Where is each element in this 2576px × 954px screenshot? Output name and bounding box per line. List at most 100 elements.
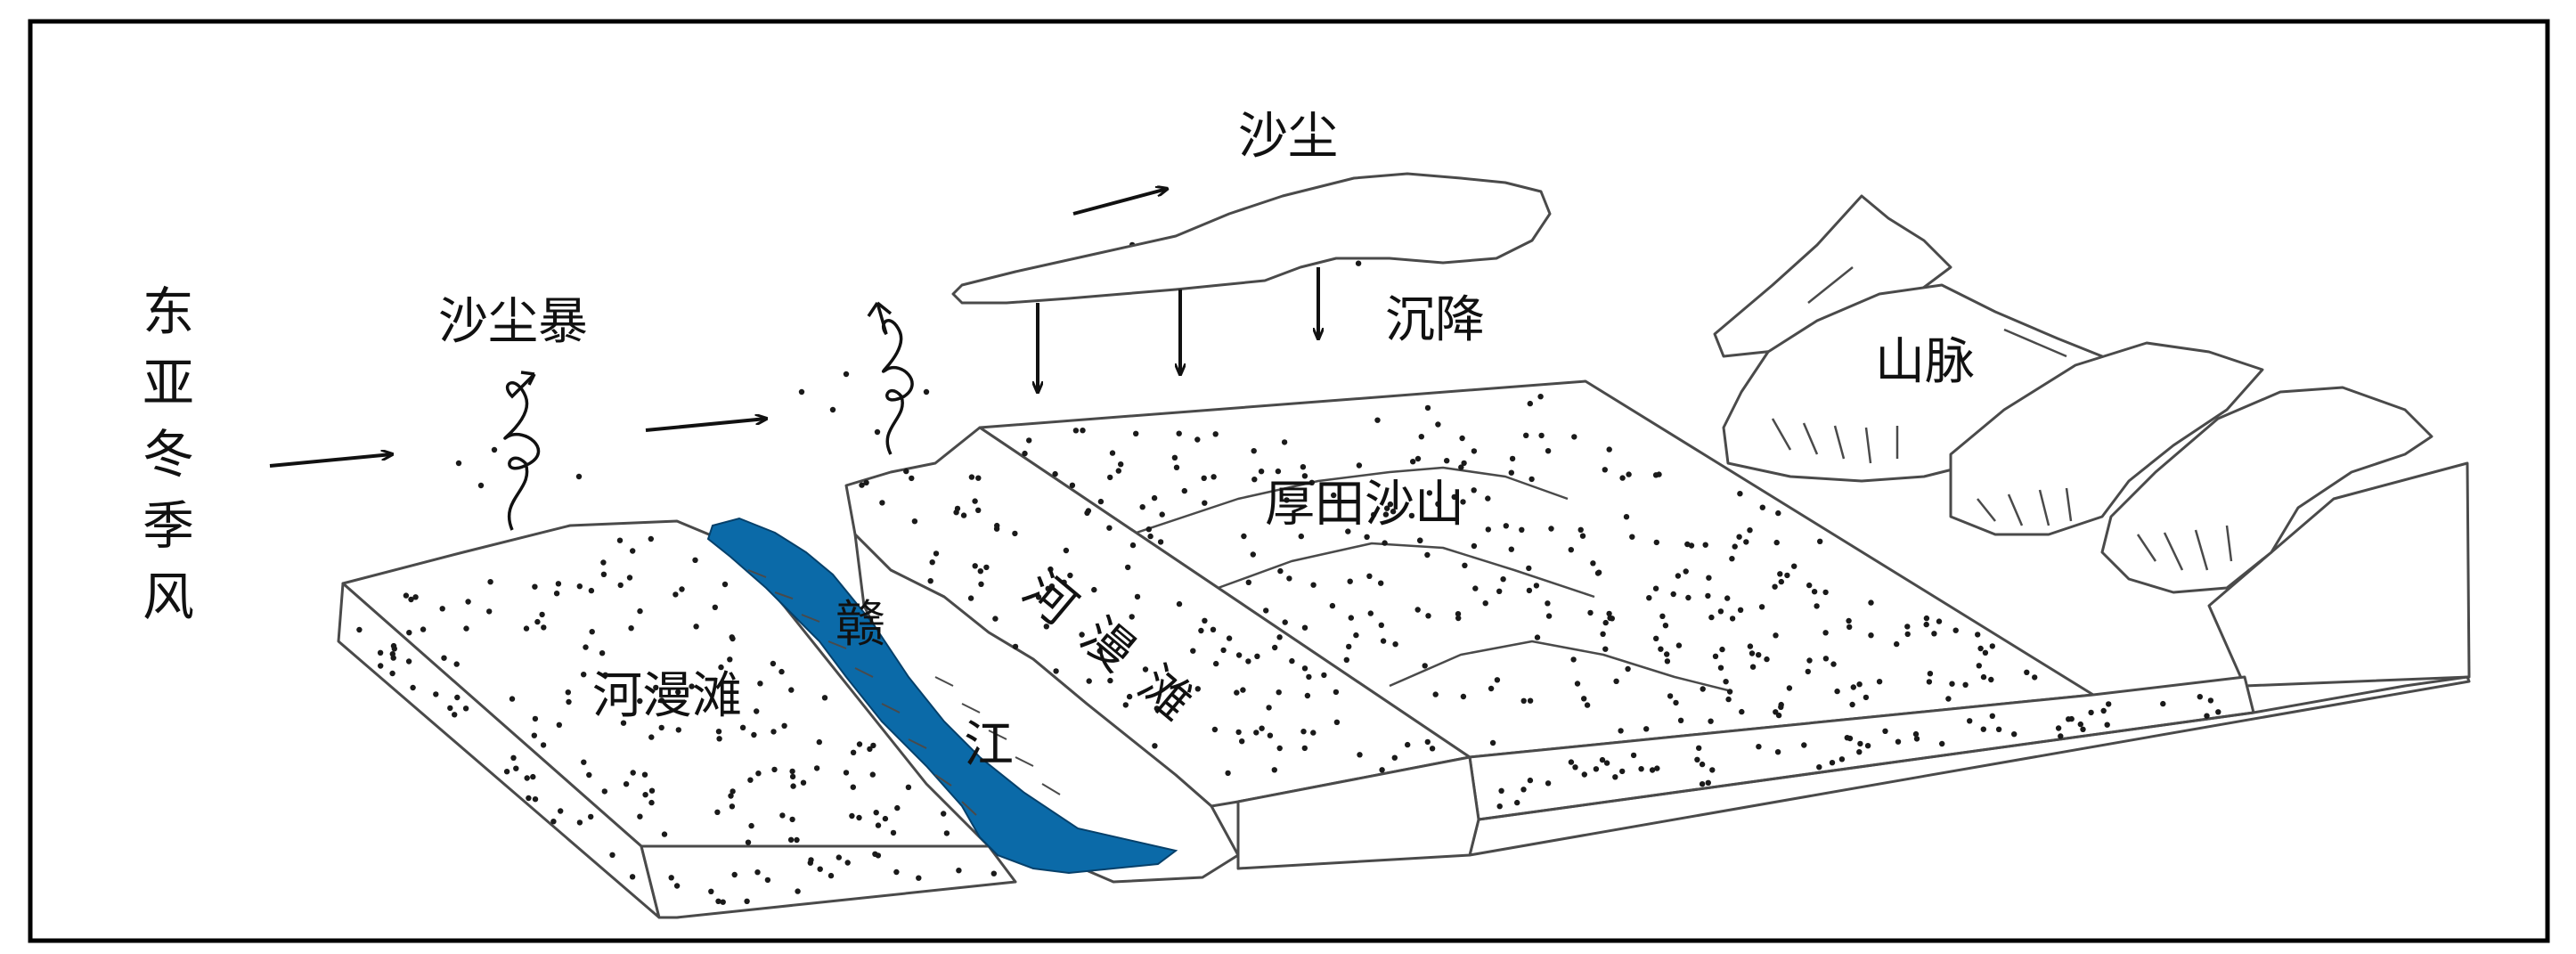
sand-dot xyxy=(1346,643,1352,650)
sand-dot xyxy=(1882,728,1888,734)
sand-dot xyxy=(745,839,752,845)
sand-dot xyxy=(2106,701,2112,707)
sand-dot xyxy=(540,742,547,748)
sand-dot xyxy=(1202,617,1208,624)
sand-dot xyxy=(1125,564,1131,571)
sand-dot xyxy=(1526,565,1532,572)
sand-dot xyxy=(1435,501,1441,507)
sand-dot xyxy=(1533,583,1540,589)
sand-dot xyxy=(1939,740,1945,747)
sand-dot xyxy=(2100,707,2107,714)
sand-dot xyxy=(1702,542,1708,548)
sand-dot xyxy=(1724,595,1731,601)
sand-dot xyxy=(1258,469,1265,475)
sand-dot xyxy=(1091,586,1097,593)
sand-dot xyxy=(1281,439,1288,445)
sand-dot xyxy=(2058,733,2064,739)
sand-dot xyxy=(581,672,587,678)
sand-dot xyxy=(675,727,681,733)
sand-dot xyxy=(1276,689,1282,696)
sand-dot xyxy=(1086,678,1092,684)
sand-dot xyxy=(1623,514,1630,520)
sand-dot xyxy=(1654,765,1660,771)
sand-dot xyxy=(581,759,587,765)
settling-label: 沉降 xyxy=(1385,291,1485,349)
sand-dot xyxy=(1380,638,1387,644)
river-char: 江 xyxy=(964,716,1014,774)
sand-dot xyxy=(1662,623,1669,629)
sand-dot xyxy=(532,796,539,803)
sand-dot xyxy=(406,630,412,636)
mountains-label: 山脉 xyxy=(1875,333,1975,391)
sand-dot xyxy=(1048,583,1056,590)
sand-dot xyxy=(1699,761,1706,768)
sand-dot xyxy=(1379,767,1385,773)
bank-hatches xyxy=(747,569,1061,816)
sand-dot xyxy=(1712,653,1719,659)
sand-dot xyxy=(1863,694,1870,701)
sand-dot xyxy=(356,626,363,633)
sand-dot xyxy=(1737,491,1743,497)
sand-dot xyxy=(616,537,624,543)
sand-dot xyxy=(1129,614,1135,620)
sand-dot xyxy=(626,575,633,581)
sand-dot xyxy=(909,475,915,482)
sand-dot xyxy=(1157,539,1164,545)
sand-dot xyxy=(410,684,416,691)
sand-dot xyxy=(789,816,795,823)
sand-dot xyxy=(807,860,813,866)
sand-dot xyxy=(1496,803,1503,810)
sand-dot xyxy=(1392,641,1398,648)
sand-dot xyxy=(452,712,458,718)
sand-dot xyxy=(1519,526,1525,533)
sand-dot xyxy=(576,819,583,826)
dust-particle xyxy=(923,388,930,395)
sand-dot xyxy=(882,815,889,822)
sand-dot xyxy=(1988,676,1994,683)
sand-dot xyxy=(1286,575,1292,582)
sand-dot xyxy=(1723,679,1729,685)
monsoon-char: 风 xyxy=(143,567,194,627)
sand-dot xyxy=(1106,525,1113,531)
sand-dot xyxy=(1520,697,1527,704)
sand-dot xyxy=(894,804,901,811)
sand-dot xyxy=(747,777,754,783)
sand-dot xyxy=(1239,738,1245,745)
sand-dot xyxy=(1894,640,1900,648)
sand-dot xyxy=(1489,739,1496,746)
sand-dot xyxy=(1245,658,1251,665)
sand-dot xyxy=(1759,504,1766,510)
sand-dot xyxy=(412,594,419,600)
sand-dot xyxy=(1378,622,1385,628)
sand-dot xyxy=(1451,493,1457,501)
sand-dot xyxy=(1408,512,1415,519)
sand-dot xyxy=(637,813,643,819)
sand-dot xyxy=(1772,583,1778,590)
sand-dot xyxy=(1455,611,1462,617)
sand-dot xyxy=(1122,702,1129,708)
sand-dot xyxy=(869,771,876,778)
sand-dot xyxy=(1577,526,1584,533)
sand-dot xyxy=(1382,540,1388,546)
sand-dot xyxy=(728,793,734,799)
sand-dot xyxy=(720,899,726,905)
sand-dot xyxy=(1773,539,1780,546)
sand-dot xyxy=(1370,511,1377,518)
sand-dot xyxy=(816,738,822,746)
sand-dot xyxy=(630,770,636,776)
sand-dot xyxy=(1471,542,1478,550)
monsoon-char: 亚 xyxy=(143,353,194,413)
sand-dot xyxy=(1226,635,1233,641)
sand-dot xyxy=(1333,689,1340,696)
sand-dot xyxy=(1739,708,1745,715)
sand-dot xyxy=(1097,498,1105,505)
gan-river xyxy=(706,517,1178,875)
sand-dot xyxy=(1868,632,1874,639)
sand-dot xyxy=(558,808,564,814)
sand-dot xyxy=(870,742,876,749)
sand-dot xyxy=(1659,613,1666,619)
sand-dot xyxy=(1995,726,2002,732)
wind-arrow-icon xyxy=(269,189,1167,468)
sand-dot xyxy=(748,822,754,829)
sand-dot xyxy=(1816,764,1822,771)
